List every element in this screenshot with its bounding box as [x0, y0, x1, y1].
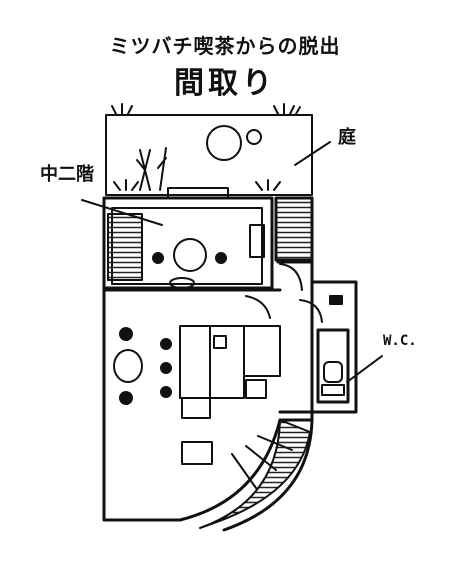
counter-left — [179, 325, 211, 399]
garden — [105, 103, 331, 201]
loft-shelf — [249, 224, 265, 258]
loft-seat-1 — [152, 252, 164, 264]
loft-table — [173, 238, 207, 272]
grass-tuft-2 — [255, 179, 281, 191]
door-swing-3 — [299, 299, 323, 323]
garden-stone-large — [206, 125, 242, 161]
wc-room — [316, 328, 350, 404]
loft — [81, 196, 274, 290]
grass-tuft-1 — [113, 179, 139, 191]
counter-right — [243, 325, 281, 377]
door-handle — [329, 295, 343, 305]
round-table — [113, 349, 143, 383]
seat-3 — [160, 338, 172, 350]
wc-area — [278, 280, 383, 414]
curved-stairs — [199, 418, 314, 532]
label-garden: 庭 — [338, 127, 356, 148]
label-wc: W.C. — [383, 333, 417, 349]
register — [213, 335, 227, 349]
doors — [245, 260, 343, 323]
loft-leader-line — [81, 199, 163, 226]
grass-tuft-4 — [273, 103, 301, 115]
grass-tuft-3 — [111, 103, 133, 115]
right-stairs — [274, 196, 314, 262]
seat-2 — [119, 391, 133, 405]
toilet-tank — [321, 384, 345, 396]
wc-leader-line — [346, 355, 383, 383]
counter-stool-box — [245, 379, 267, 399]
toilet — [323, 361, 343, 383]
cafe-floor — [102, 196, 314, 522]
seat-4 — [160, 362, 172, 374]
subtitle: ミツバチ喫茶からの脱出 — [109, 34, 341, 58]
loft-cushion — [169, 277, 195, 289]
plant-left — [136, 147, 167, 191]
door-swing-1 — [279, 263, 303, 291]
seat-5 — [160, 386, 172, 398]
garden-stone-small — [246, 129, 262, 145]
door-swing-2 — [245, 295, 271, 319]
page-title: 間取り — [174, 66, 276, 101]
label-loft: 中二階 — [40, 164, 94, 185]
seat-1 — [119, 327, 133, 341]
counter-foot-box — [181, 397, 211, 419]
bench — [181, 441, 213, 465]
loft-seat-2 — [215, 252, 227, 264]
loft-stairs — [107, 213, 143, 281]
garden-leader-line — [294, 141, 331, 166]
